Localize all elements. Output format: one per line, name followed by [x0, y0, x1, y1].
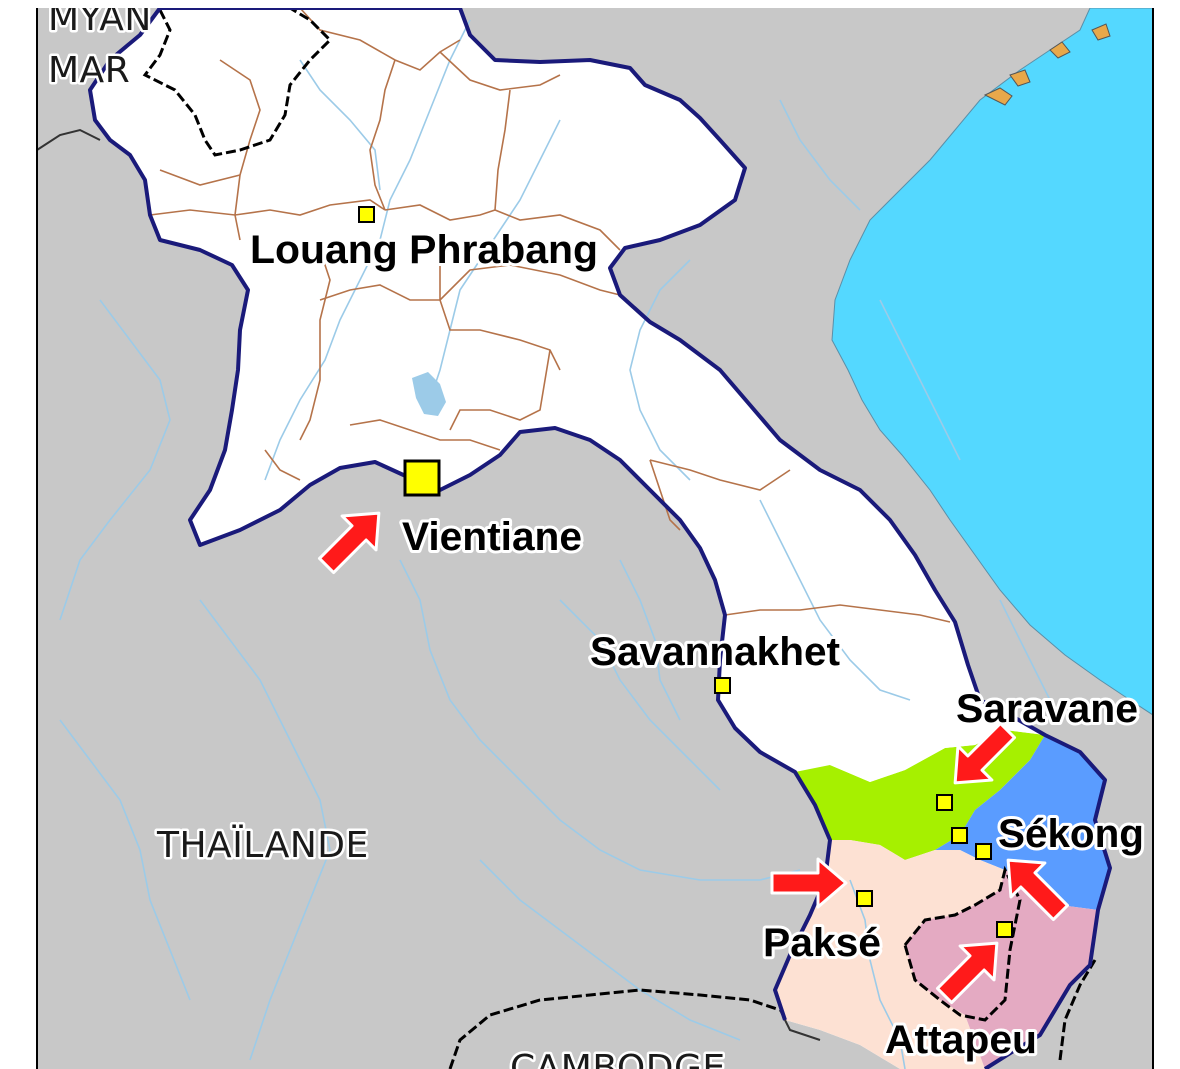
city-label-vientiane: Vientiane: [402, 515, 582, 559]
city-marker-icon: [358, 206, 375, 223]
country-label-cambodia: CAMBODGE: [510, 1048, 726, 1069]
arrows: [317, 511, 1070, 1005]
coastal-islands: [983, 23, 1111, 106]
rivers: [59, 19, 1061, 1069]
city-label-sekong: Sékong: [998, 812, 1144, 856]
country-label-myanmar: MAR: [48, 50, 130, 91]
arrow-icon: [770, 857, 848, 909]
nam-ngum-lake: [412, 372, 446, 416]
city-marker-icon: [936, 794, 953, 811]
country-label-thailand: THAÏLANDE: [156, 824, 369, 866]
attapeu-province: [905, 870, 1098, 1069]
city-marker-icon: [856, 890, 873, 907]
arrow-icon: [317, 511, 381, 575]
laos-border: [88, 8, 1112, 1069]
city-marker-icon: [714, 677, 731, 694]
city-label-savannakhet: Savannakhet: [590, 630, 840, 674]
country-label-myanmar: MYAN: [48, 0, 152, 39]
arrow-icon: [935, 941, 999, 1005]
champasak-province: [775, 840, 1005, 1069]
arrow-icon: [1006, 858, 1070, 922]
city-label-pakse: Paksé: [763, 921, 881, 965]
dashed-borders: [142, 8, 1097, 1069]
city-marker-icon: [996, 921, 1013, 938]
city-marker-icon: [975, 843, 992, 860]
city-marker-icon: [951, 827, 968, 844]
city-label-attapeu: Attapeu: [885, 1018, 1037, 1062]
city-markers: [358, 206, 1013, 938]
south-china-sea: [831, 8, 1153, 716]
capital-marker-icon: [403, 459, 441, 497]
city-label-saravane: Saravane: [956, 687, 1138, 731]
sekong-province: [935, 735, 1110, 910]
city-label-louang-phrabang: Louang Phrabang: [250, 228, 598, 272]
arrow-icon: [953, 721, 1017, 785]
